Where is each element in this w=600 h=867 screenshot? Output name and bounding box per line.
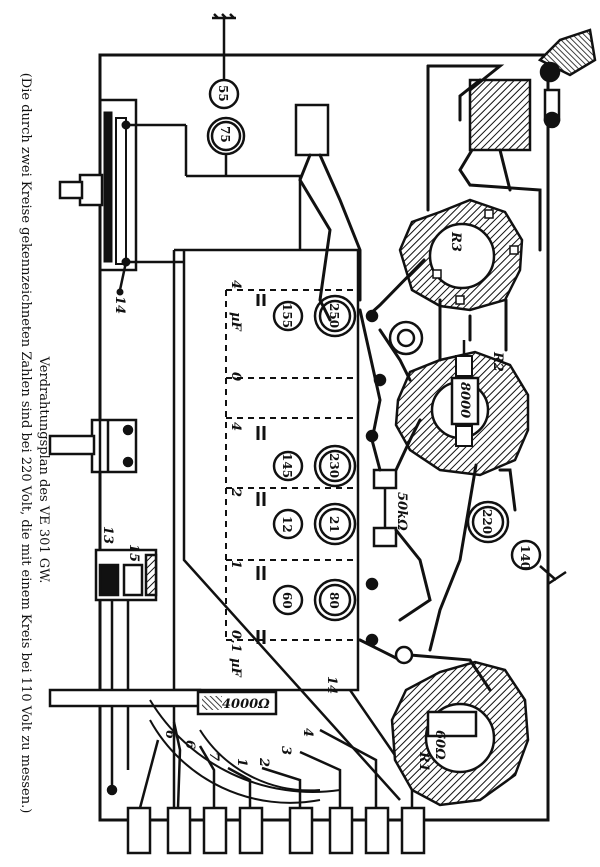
resistor-4000-label: 4000Ω: [222, 697, 270, 712]
cap-label-4uf-unit: µF: [228, 312, 243, 332]
label-14-top: 14: [112, 296, 127, 314]
cap-label-01uf-unit: µF: [228, 658, 243, 678]
label-r3: R3: [448, 231, 463, 252]
meter-155: 155: [280, 303, 294, 328]
label-15: 15: [126, 544, 141, 562]
dial-num-4-top: 14: [324, 676, 339, 694]
meter-250: 250: [327, 303, 341, 328]
dial-num-2: 2: [256, 757, 271, 767]
label-r2: R2: [490, 351, 505, 372]
label-r1: R1: [416, 751, 431, 772]
meter-75: 75: [218, 126, 232, 143]
left-slider-assembly: [58, 98, 186, 296]
meter-220: 220: [480, 509, 494, 534]
dial-num-7: 7: [206, 752, 221, 761]
caption-line1: Verdrahtungsplan des VE 301 GW.: [36, 356, 51, 584]
resistor-4000: [196, 690, 278, 716]
resistor-50k-label: 50kΩ: [394, 492, 409, 531]
dial-num-6b: 6: [182, 740, 197, 749]
cap-label-4: 4: [228, 422, 243, 431]
resistor-50k: [372, 468, 398, 548]
meter-12: 12: [280, 516, 294, 533]
meter-60: 60: [280, 592, 294, 609]
tuning-dial: [149, 699, 341, 804]
resistor-8000: [450, 340, 480, 447]
capacitor-plates: [256, 294, 266, 644]
caption-line2: (Die durch zwei Kreise gekennzeichneten …: [18, 73, 33, 814]
tube-socket-r3: [398, 198, 524, 312]
ground-symbol-right: [539, 565, 567, 586]
meter-80: 80: [327, 592, 341, 609]
meter-55: 55: [216, 85, 230, 102]
tube-socket-connector: [294, 103, 330, 157]
cap-label-0: 0: [228, 372, 243, 381]
meter-circles: [206, 78, 542, 622]
dial-num-1: 1: [234, 758, 249, 767]
left-knob: [48, 418, 138, 474]
cap-label-4uf: 4: [228, 280, 243, 289]
wave-switch: [48, 548, 202, 796]
dial-num-6a: 6: [162, 730, 177, 739]
output-transformer: [468, 28, 597, 152]
meter-21: 21: [327, 516, 341, 533]
meter-145: 145: [280, 453, 294, 478]
connection-points: [365, 309, 424, 665]
meter-140: 140: [518, 545, 532, 570]
resistor-8000-label: 8000: [457, 382, 472, 418]
cap-label-2: 2: [228, 487, 243, 497]
resistor-60-label: 60Ω: [432, 730, 447, 760]
capacitor-bank: [225, 289, 358, 641]
dial-num-3: 3: [278, 746, 293, 755]
cap-label-1: 1: [228, 560, 243, 569]
tube-socket-r1: [390, 660, 530, 807]
cap-label-01uf: 0,1: [228, 630, 243, 653]
dial-num-4: 4: [300, 728, 315, 737]
label-13: 13: [100, 526, 115, 544]
meter-230: 230: [327, 453, 341, 478]
bottom-terminals: [126, 806, 426, 855]
